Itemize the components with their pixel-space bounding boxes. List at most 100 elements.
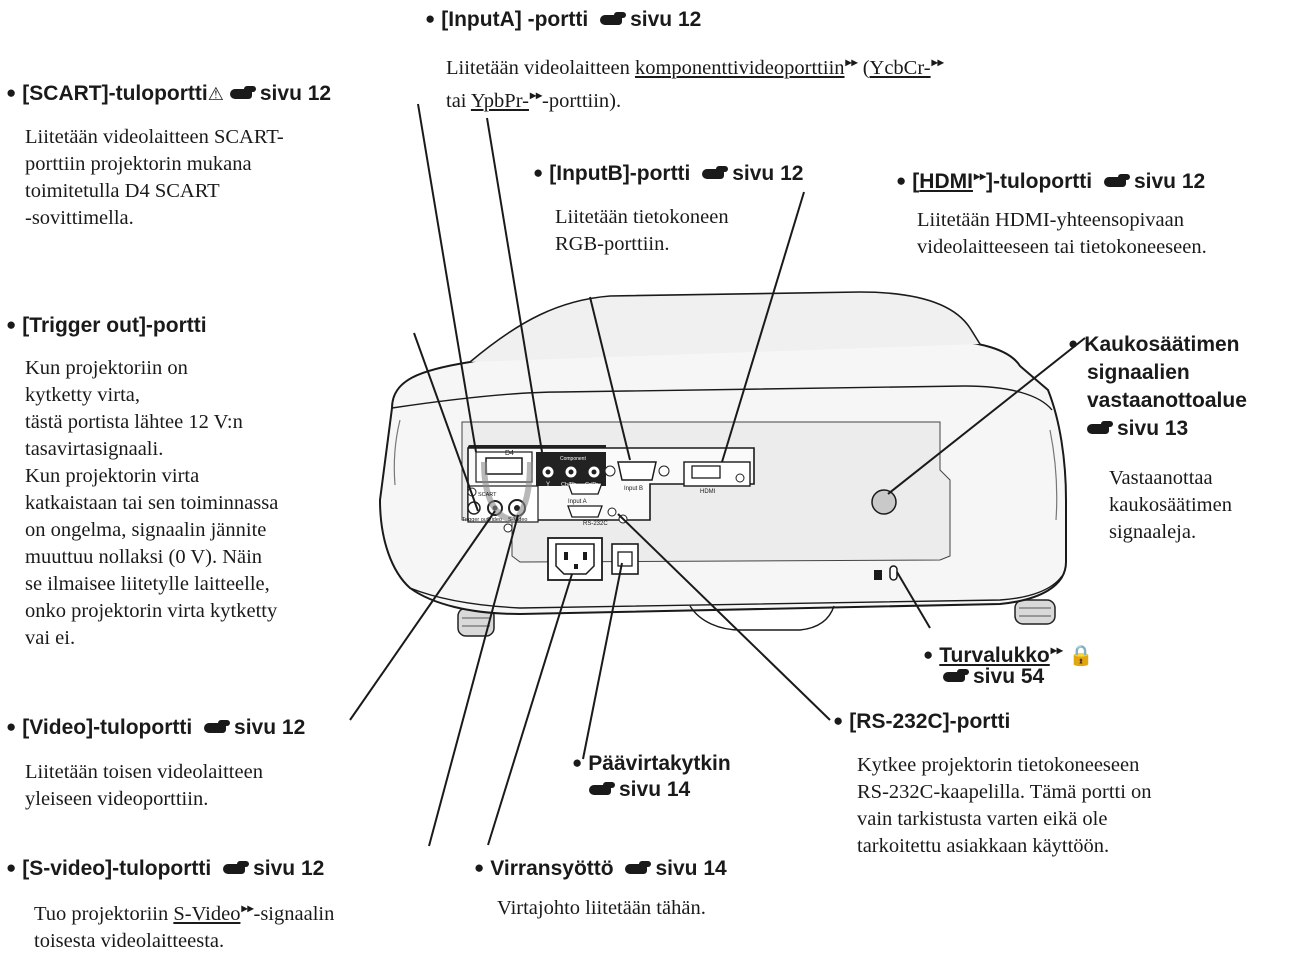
trigger-desc-line: Kun projektoriin on xyxy=(25,357,188,379)
glossary-icon: ▸▸ xyxy=(973,169,986,183)
glossary-icon: ▸▸ xyxy=(1050,643,1063,657)
svideo-description: Tuo projektoriin S-Video▸▸-signaalin toi… xyxy=(34,895,334,955)
scart-description: Liitetään videolaitteen SCART- porttiin … xyxy=(25,124,284,232)
panel-y-label: Y xyxy=(546,482,550,488)
hdmi-title: ]-tuloportti xyxy=(986,170,1093,193)
hdmi-title-pre: [ xyxy=(912,170,920,193)
inputa-desc-text3: -porttiin). xyxy=(542,90,622,112)
panel-video-label: Video xyxy=(488,517,502,523)
remote-desc-line: kaukosäätimen xyxy=(1109,494,1232,516)
page-ref-word: sivu xyxy=(619,778,662,801)
page-ref-icon xyxy=(600,12,627,28)
rs232-desc-line: tarkoitettu asiakkaan käyttöön. xyxy=(857,835,1110,857)
remote-desc-line: Vastaanottaa xyxy=(1109,467,1213,489)
power-supply-heading: ●Virransyöttö sivu 14 xyxy=(474,857,727,880)
panel-hdmi-label: HDMI xyxy=(700,489,716,495)
video-description: Liitetään toisen videolaitteen yleiseen … xyxy=(25,759,263,813)
page-ref-word: sivu xyxy=(234,716,277,739)
panel-cb-label: Cb/Pb xyxy=(561,482,576,488)
page-ref-word: sivu xyxy=(732,162,775,185)
svideo-desc-text: Tuo projektoriin xyxy=(34,903,169,925)
page-ref-word: sivu xyxy=(1117,417,1160,440)
link-turvalukko[interactable]: Turvalukko xyxy=(939,644,1050,667)
inputb-description: Liitetään tietokoneen RGB-porttiin. xyxy=(555,204,729,258)
remote-title-line: signaalien xyxy=(1087,361,1190,384)
remote-page[interactable]: 13 xyxy=(1164,417,1189,440)
link-hdmi[interactable]: HDMI xyxy=(919,170,973,193)
panel-trigger-label: Trigger out xyxy=(462,517,489,523)
trigger-heading: ●[Trigger out]-portti xyxy=(6,314,207,337)
scart-page[interactable]: 12 xyxy=(307,82,332,105)
power-supply-description: Virtajohto liitetään tähän. xyxy=(497,897,706,919)
glossary-icon: ▸▸ xyxy=(241,901,254,915)
remote-desc-line: signaaleja. xyxy=(1109,521,1197,543)
page-ref-icon xyxy=(204,720,231,736)
inputa-title: [InputA] -portti xyxy=(441,8,589,31)
panel-labels: D4 SCART Trigger out Video S-Video Compo… xyxy=(462,450,716,527)
lock-heading: ●Turvalukko▸▸ 🔒 xyxy=(923,643,1094,667)
hdmi-desc-line: Liitetään HDMI-yhteensopivaan xyxy=(917,209,1184,231)
trigger-desc-line: tasavirtasignaali. xyxy=(25,438,164,460)
warning-icon: ⚠ xyxy=(207,84,224,104)
trigger-desc-line: kytketty virta, xyxy=(25,384,141,406)
panel-inputa-label: Input A xyxy=(568,499,587,505)
remote-title-line: Kaukosäätimen xyxy=(1084,333,1240,356)
inputa-desc-text: Liitetään videolaitteen xyxy=(446,57,630,79)
inputa-description: Liitetään videolaitteen komponenttivideo… xyxy=(446,49,944,115)
trigger-desc-line: katkaistaan tai sen toiminnassa xyxy=(25,492,279,514)
svideo-desc-text3: toisesta videolaitteesta. xyxy=(34,930,225,952)
page-ref-word: sivu xyxy=(655,857,698,880)
rear-right-foot xyxy=(1014,599,1056,625)
glossary-icon: ▸▸ xyxy=(529,88,542,102)
lock-pageref: sivu 54 xyxy=(943,664,1044,690)
power-supply-page[interactable]: 14 xyxy=(703,857,727,880)
trigger-title: [Trigger out]-portti xyxy=(22,314,207,337)
link-ypbpr[interactable]: YpbPr- xyxy=(470,90,529,112)
panel-inputb-label: Input B xyxy=(624,486,643,492)
page-ref-word: sivu xyxy=(253,857,296,880)
link-komponenttivideoportti[interactable]: komponenttivideoporttiin xyxy=(634,57,845,79)
trigger-desc-line: onko projektorin virta kytketty xyxy=(25,600,278,622)
power-switch-pageref: sivu 14 xyxy=(589,777,690,803)
page-ref-icon xyxy=(702,166,729,182)
lock-page[interactable]: 54 xyxy=(1020,665,1045,688)
scart-title: [SCART]-tuloportti xyxy=(22,82,208,105)
link-ycbcr[interactable]: YcbCr- xyxy=(869,57,931,79)
trigger-desc-line: on ongelma, signaalin jännite xyxy=(25,519,267,541)
page-ref-word: sivu xyxy=(630,8,673,31)
inputa-desc-paren: ( xyxy=(862,57,870,79)
power-switch-page[interactable]: 14 xyxy=(666,778,691,801)
trigger-desc-line: Kun projektorin virta xyxy=(25,465,200,487)
page-ref-word: sivu xyxy=(973,665,1016,688)
panel-component-label: Component xyxy=(560,456,586,462)
inputa-desc-text2: tai xyxy=(446,90,467,112)
svideo-page[interactable]: 12 xyxy=(300,857,325,880)
hdmi-description: Liitetään HDMI-yhteensopivaan videolaitt… xyxy=(917,207,1207,261)
power-switch-heading: ●Päävirtakytkin xyxy=(572,752,731,775)
page-ref-icon xyxy=(1103,174,1130,190)
rs232-desc-line: vain tarkistusta varten eikä ole xyxy=(857,808,1108,830)
page-ref-icon xyxy=(1087,421,1113,437)
page-ref-icon xyxy=(943,669,969,685)
page-ref-icon xyxy=(589,782,615,798)
rs232-heading: ●[RS-232C]-portti xyxy=(833,710,1011,733)
rs232-title: [RS-232C]-portti xyxy=(849,710,1011,733)
hdmi-heading: ●[HDMI▸▸]-tuloportti sivu 12 xyxy=(896,169,1206,193)
video-page[interactable]: 12 xyxy=(281,716,306,739)
remote-heading: ●Kaukosäätimen signaalien vastaanottoalu… xyxy=(1068,333,1247,440)
video-heading: ●[Video]-tuloportti sivu 12 xyxy=(6,716,306,739)
scart-heading: ●[SCART]-tuloportti⚠sivu 12 xyxy=(6,82,332,105)
inputa-page[interactable]: 12 xyxy=(677,8,702,31)
video-desc-line: Liitetään toisen videolaitteen xyxy=(25,761,263,783)
inputb-desc-line: Liitetään tietokoneen xyxy=(555,206,729,228)
hdmi-page[interactable]: 12 xyxy=(1181,170,1206,193)
page-ref-icon xyxy=(223,861,250,877)
rs232-desc-line: Kytkee projektorin tietokoneeseen xyxy=(857,754,1140,776)
glossary-icon: ▸▸ xyxy=(845,55,858,69)
power-supply-title: Virransyöttö xyxy=(490,857,614,880)
glossary-icon: ▸▸ xyxy=(931,55,944,69)
inputb-page[interactable]: 12 xyxy=(780,162,804,185)
link-s-video[interactable]: S-Video xyxy=(173,903,241,925)
trigger-desc-line: muuttuu nollaksi (0 V). Näin xyxy=(25,546,263,568)
